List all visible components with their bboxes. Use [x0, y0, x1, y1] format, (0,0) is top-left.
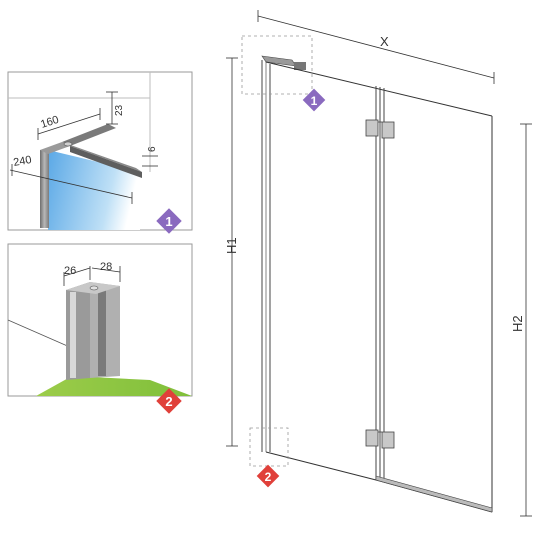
callout-2-badge: 2	[256, 464, 280, 488]
dim-23-label: 23	[114, 104, 125, 116]
top-profile-cap	[294, 62, 306, 70]
wall-line	[7, 319, 73, 349]
callout-1-diamond	[302, 88, 326, 112]
bottom-seal	[375, 475, 493, 513]
door-outline	[265, 61, 493, 513]
callout-1-number: 1	[311, 94, 318, 108]
badge-1-number: 1	[165, 214, 172, 229]
panel-divider	[375, 86, 385, 482]
screw-head-2	[89, 285, 99, 291]
dim-h2-label: H2	[510, 315, 525, 332]
dim-26-label: 26	[64, 265, 76, 277]
badge-2-diamond	[156, 388, 182, 414]
hinge-bottom	[365, 429, 395, 449]
callout-box-1	[241, 35, 313, 95]
width-dimension-line	[257, 10, 495, 84]
h2-dimension-line	[520, 123, 532, 517]
left-profile	[66, 282, 90, 380]
hinge-top	[365, 119, 395, 139]
wall-profile-main	[261, 60, 271, 452]
top-profile-main	[261, 55, 297, 67]
dim-x-label: X	[380, 34, 389, 49]
top-profile-back	[62, 124, 116, 146]
callout-2-number: 2	[265, 470, 272, 484]
badge-2-number: 2	[165, 394, 172, 409]
main-door-drawing: X H1 H2	[224, 10, 532, 517]
callout-box-2	[249, 427, 289, 467]
detail-2-dimension-lines	[63, 266, 121, 286]
dim-6-label: 6	[147, 146, 158, 152]
detail-2-badge: 2	[156, 388, 182, 414]
wall-profile	[40, 150, 49, 228]
dim-28-label: 28	[100, 261, 112, 273]
screw-head	[63, 141, 73, 147]
detail-1-dimension-lines	[9, 91, 158, 204]
floor-surface	[36, 376, 192, 396]
dim-h1-label: H1	[224, 237, 239, 254]
glass-panel-detail	[48, 150, 140, 230]
dim-160-label: 160	[39, 114, 60, 131]
top-profile-side	[70, 146, 142, 178]
right-profile-shadow	[98, 290, 106, 376]
top-profile-front	[62, 142, 142, 172]
left-profile-highlight	[70, 292, 76, 378]
callout-1-badge: 1	[302, 88, 326, 112]
h1-dimension-line	[226, 57, 238, 447]
callout-2-diamond	[256, 464, 280, 488]
detail-1-panel: 160 240 23 6 1	[7, 71, 193, 234]
dim-240-label: 240	[12, 154, 32, 169]
detail-2-panel: 26 28 2	[7, 243, 193, 414]
profile-corner	[40, 142, 70, 154]
